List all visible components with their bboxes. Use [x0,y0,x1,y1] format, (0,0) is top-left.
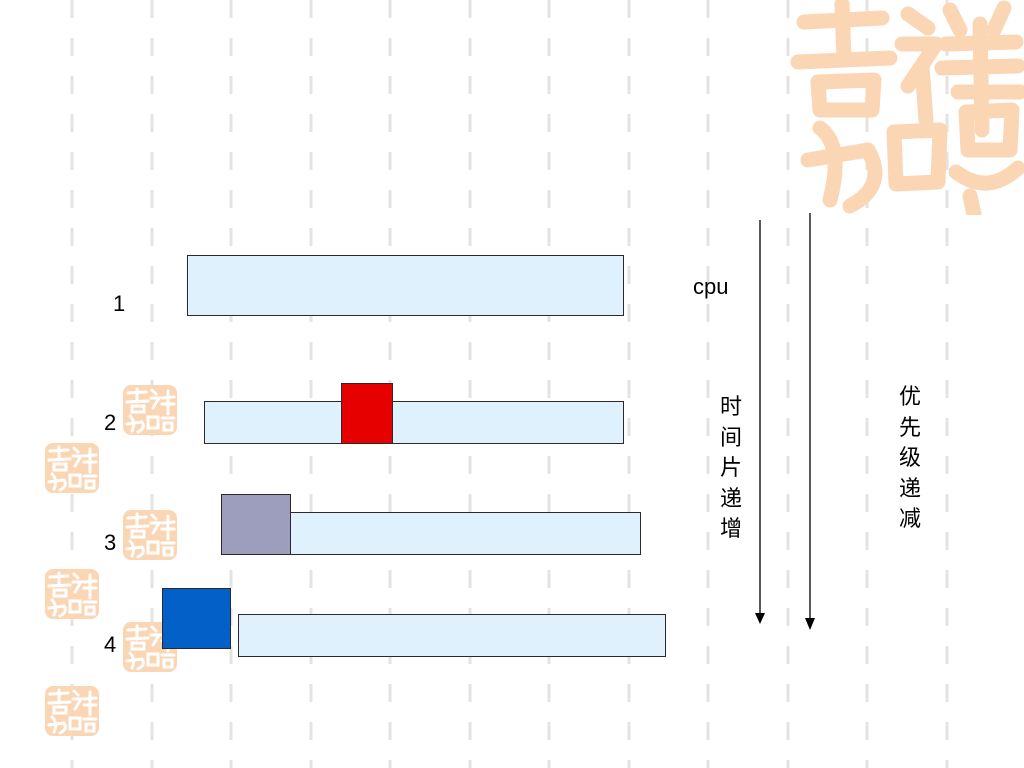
watermark-logo-icon [790,0,1024,215]
priority-decreasing-label: 优先级递减 [898,385,921,532]
seal-logo-icon [45,443,99,493]
process-block-red [341,383,393,444]
time-slice-increasing-label: 时间片递增 [719,395,742,542]
cpu-label: cpu [693,274,729,299]
time-slice-arrow-icon [755,220,765,624]
queue-number-2: 2 [104,410,117,435]
queue-bar-3 [221,512,641,555]
process-block-blue [162,588,231,649]
queue-number-1: 1 [113,291,126,316]
seal-logo-icon [123,385,177,435]
queue-number-4: 4 [104,632,117,657]
seal-logo-icon [45,686,99,736]
queue-bar-2 [204,401,624,444]
queue-number-3: 3 [104,530,117,555]
seal-logo-icon [123,510,177,560]
process-block-gray [221,494,291,555]
queue-bar-4 [238,614,666,657]
seal-logo-icon [45,569,99,619]
queue-bar-1 [187,255,624,316]
priority-arrow-icon [805,213,815,630]
